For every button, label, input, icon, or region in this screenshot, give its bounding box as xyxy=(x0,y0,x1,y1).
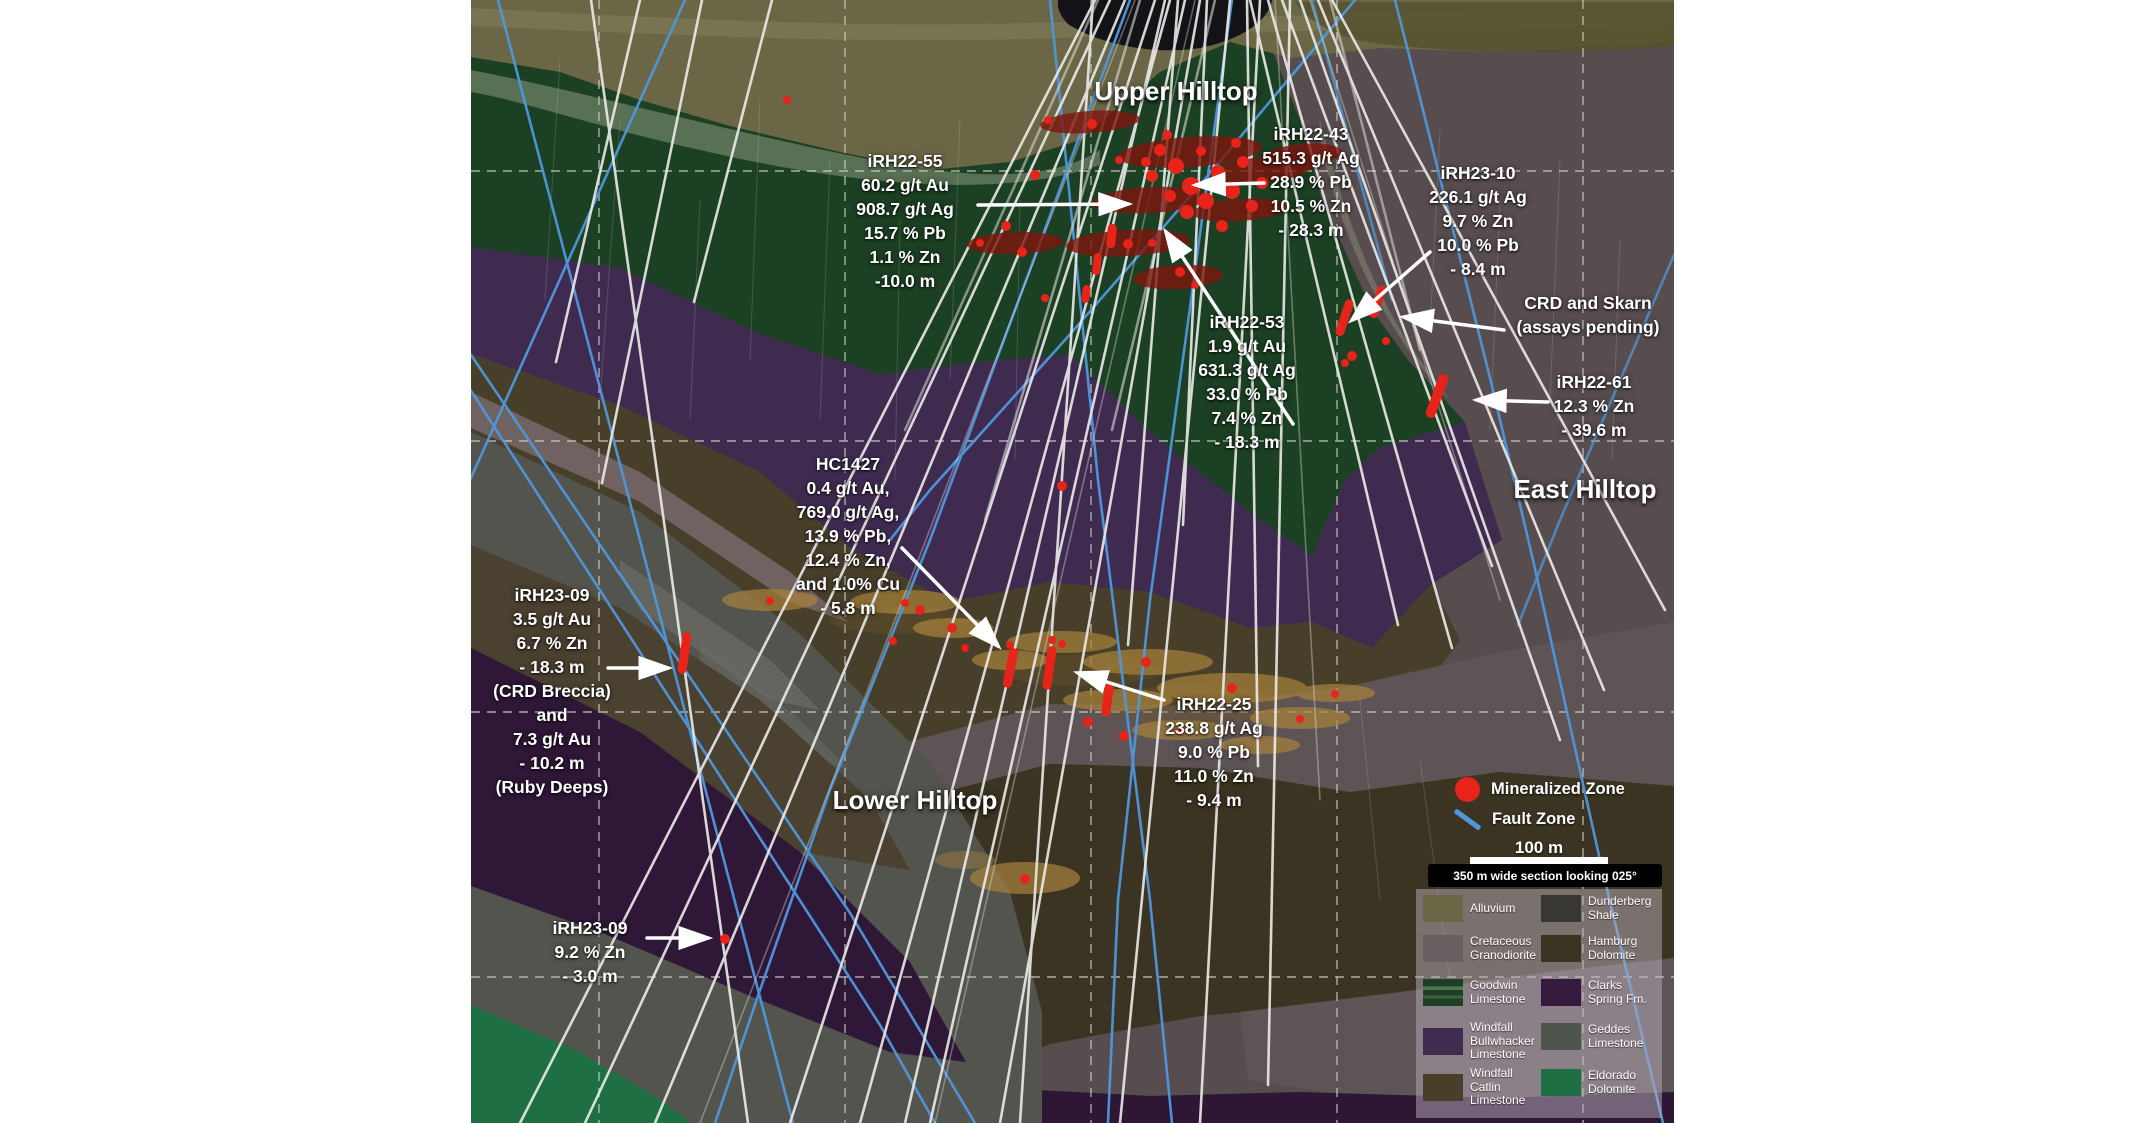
dunderberg-shale-swatch xyxy=(1541,895,1581,922)
hamburg-dolomite-swatch xyxy=(1541,935,1581,962)
drill-traces xyxy=(518,0,1667,1123)
annotation-arrows xyxy=(606,171,1550,951)
mineralized-zone-icon xyxy=(1455,777,1480,802)
mineralized-zone-legend: Mineralized Zone xyxy=(1455,777,1625,802)
cretaceous-granodiorite-swatch xyxy=(1423,935,1463,962)
fault-zone-legend: Fault Zone xyxy=(1452,808,1576,831)
zone-title-upper-hilltop: Upper Hilltop xyxy=(1094,76,1258,106)
background-scratch-lines xyxy=(544,59,1621,981)
annotation-crd-skarn: CRD and Skarn(assays pending) xyxy=(1516,293,1660,337)
zone-title-lower-hilltop: Lower Hilltop xyxy=(832,785,998,815)
windfall-bullwhacker-swatch xyxy=(1423,1027,1463,1055)
scale-bar-label: 100 m xyxy=(1514,838,1564,857)
windfall-catlin-swatch xyxy=(1423,1073,1463,1101)
zone-title-east-hilltop: East Hilltop xyxy=(1513,474,1657,504)
fault-zone-icon xyxy=(1453,808,1482,831)
section-note: 350 m wide section looking 025° xyxy=(1428,864,1662,887)
mineralized-zone-label: Mineralized Zone xyxy=(1491,780,1625,798)
fault-zone-label: Fault Zone xyxy=(1492,810,1576,828)
legend-item-alluvium: Alluvium xyxy=(1423,895,1515,922)
mineralized-zones xyxy=(677,96,1449,944)
clarks-spring-swatch xyxy=(1541,979,1581,1006)
scale-bar xyxy=(1470,857,1608,864)
grid-lines xyxy=(471,0,1674,1123)
alluvium-swatch xyxy=(1423,895,1463,922)
goodwin-limestone-swatch xyxy=(1423,979,1463,1006)
geddes-limestone-swatch xyxy=(1541,1023,1581,1050)
eldorado-dolomite-swatch xyxy=(1541,1069,1581,1096)
